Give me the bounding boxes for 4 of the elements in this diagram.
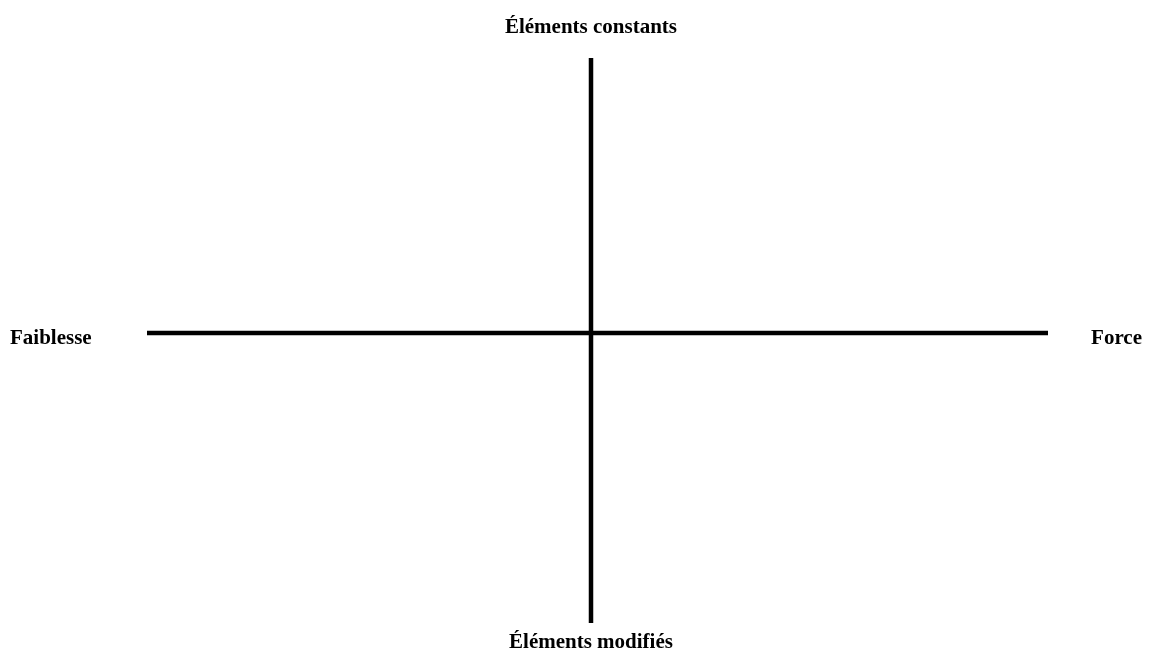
axis-label: Éléments modifiés: [509, 631, 673, 652]
axis-label: Éléments constants: [504, 16, 678, 37]
axis-label: Faiblesse: [10, 327, 92, 348]
axis-label: Force: [1091, 327, 1142, 348]
